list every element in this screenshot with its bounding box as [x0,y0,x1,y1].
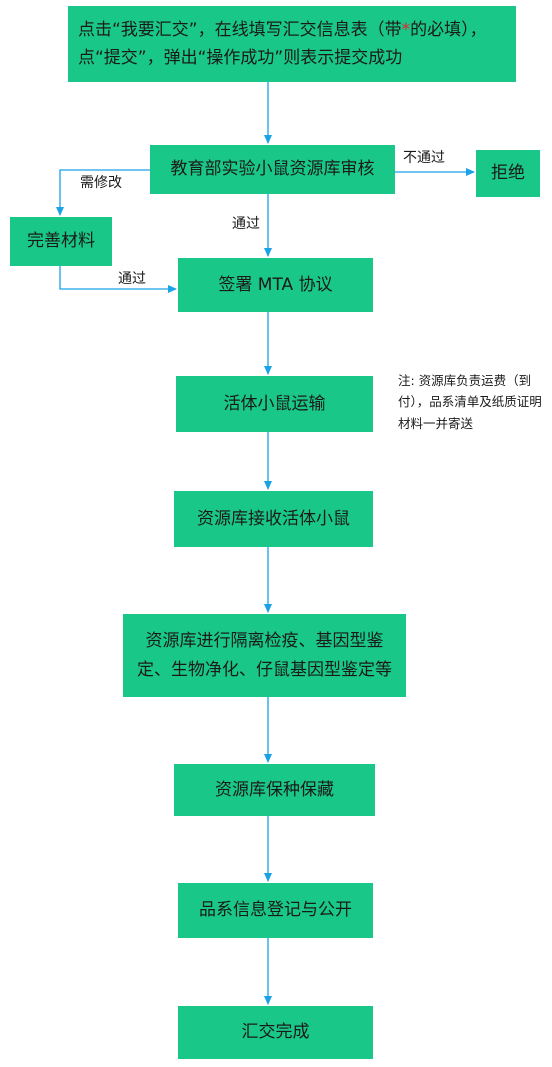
required-star: * [401,19,411,40]
step-receive-box: 资源库接收活体小鼠 [174,491,373,547]
step-reject-box: 拒绝 [476,150,540,197]
label-passed-revision: 通过 [118,271,146,287]
label-not-passed: 不通过 [403,150,445,166]
step-complete-box: 汇交完成 [178,1006,373,1059]
arrow-improve-to-mta [59,266,177,293]
step-complete-text: 汇交完成 [241,1022,310,1043]
step-transport-text: 活体小鼠运输 [223,393,326,414]
step-preserve-box: 资源库保种保藏 [174,764,375,816]
step-preserve-text: 资源库保种保藏 [215,779,334,800]
shipping-note: 注: 资源库负责运费（到付），品系清单及纸质证明材料一并寄送 [398,373,542,431]
label-passed-main: 通过 [232,216,260,232]
step-submit-online-box: 点击“我要汇交”，在线填写汇交信息表（带*的必填）， 点“提交”，弹出“操作成功… [68,6,516,82]
step-register-text: 品系信息登记与公开 [199,900,352,921]
step-quarantine-text: 资源库进行隔离检疫、基因型鉴 定、生物净化、仔鼠基因型鉴定等 [137,631,392,680]
step-improve-materials-box: 完善材料 [10,217,112,266]
step-quarantine-box: 资源库进行隔离检疫、基因型鉴 定、生物净化、仔鼠基因型鉴定等 [123,614,406,697]
label-needs-revision: 需修改 [80,175,122,191]
step-sign-mta-box: 签署 MTA 协议 [178,258,373,312]
step-review-text: 教育部实验小鼠资源库审核 [170,159,375,180]
step-register-box: 品系信息登记与公开 [178,883,373,938]
step-reject-text: 拒绝 [491,163,525,184]
step-sign-mta-text: 签署 MTA 协议 [218,274,333,295]
arrow-review-to-improve [56,169,150,216]
step-receive-text: 资源库接收活体小鼠 [197,508,350,529]
step-improve-materials-text: 完善材料 [27,231,95,252]
step-submit-online-text: 点击“我要汇交”，在线填写汇交信息表（带*的必填）， 点“提交”，弹出“操作成功… [78,19,487,68]
step-review-box: 教育部实验小鼠资源库审核 [150,145,395,194]
step-transport-box: 活体小鼠运输 [176,376,373,432]
